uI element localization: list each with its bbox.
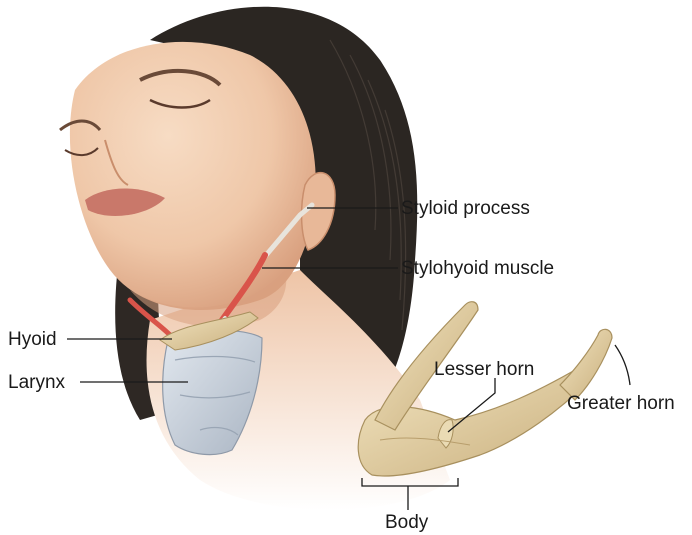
label-body: Body (385, 513, 428, 532)
label-hyoid: Hyoid (8, 330, 57, 349)
label-lesser-horn: Lesser horn (434, 360, 534, 379)
face (70, 42, 316, 310)
label-greater-horn: Greater horn (567, 394, 675, 413)
label-stylohyoid-muscle: Stylohyoid muscle (401, 259, 554, 278)
greater-horn-right (560, 329, 612, 400)
label-larynx: Larynx (8, 373, 65, 392)
label-styloid-process: Styloid process (401, 199, 530, 218)
